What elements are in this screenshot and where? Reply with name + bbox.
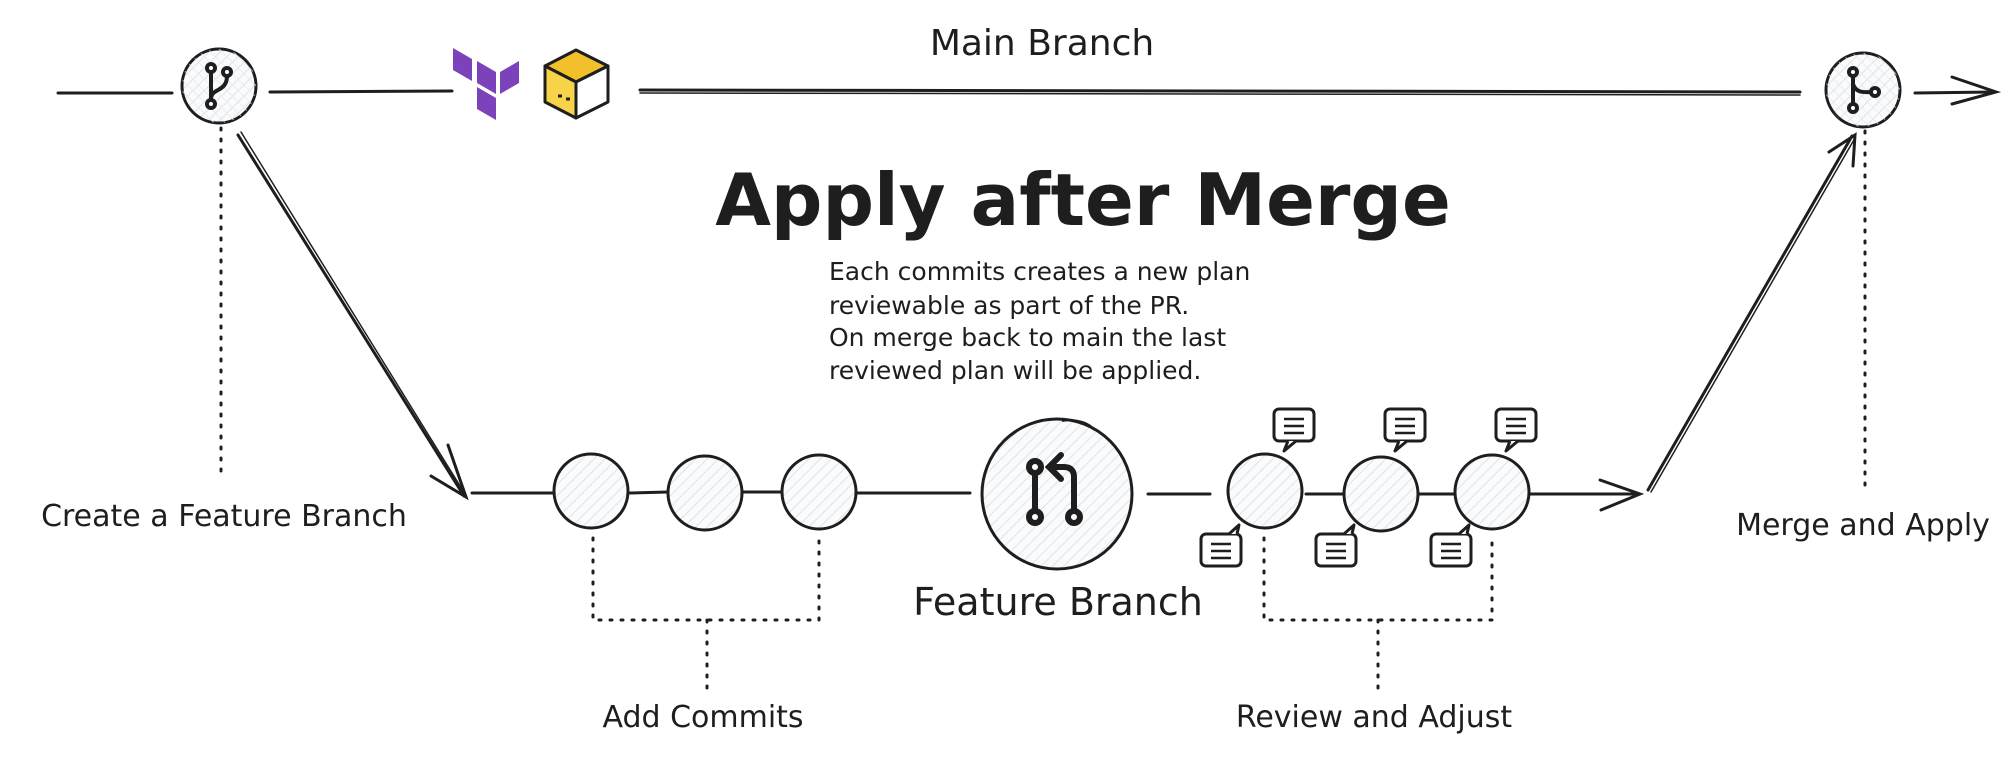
git-merge-icon bbox=[1847, 66, 1881, 114]
feature-branch-line bbox=[470, 478, 1645, 512]
review-adjust-label: Review and Adjust bbox=[1236, 700, 1513, 735]
main-branch-line bbox=[56, 75, 2002, 106]
comment-icon bbox=[1314, 523, 1358, 568]
description: Each commits creates a new plan reviewab… bbox=[829, 257, 1250, 385]
comment-icon bbox=[1429, 523, 1473, 568]
yellow-box-icon bbox=[543, 48, 610, 120]
merge-apply-label: Merge and Apply bbox=[1736, 508, 1990, 543]
diagram-title: Apply after Merge bbox=[715, 158, 1451, 242]
pull-request-node bbox=[980, 417, 1134, 571]
feature-branch-label: Feature Branch bbox=[913, 580, 1203, 624]
main-branch-start-node bbox=[180, 47, 258, 125]
description-line: Each commits creates a new plan bbox=[829, 257, 1250, 286]
commit-node bbox=[780, 453, 858, 531]
review-node bbox=[1226, 452, 1304, 530]
merge-back-arrow bbox=[1646, 132, 1857, 493]
description-line: reviewable as part of the PR. bbox=[829, 291, 1189, 320]
main-branch-merge-node bbox=[1824, 51, 1902, 129]
review-node bbox=[1453, 453, 1531, 531]
add-commits-label: Add Commits bbox=[602, 700, 803, 735]
main-branch-label: Main Branch bbox=[930, 23, 1154, 64]
review-nodes bbox=[1226, 452, 1531, 533]
commit-node bbox=[552, 452, 630, 530]
branch-off-arrow bbox=[236, 131, 469, 501]
create-branch-label: Create a Feature Branch bbox=[41, 499, 407, 534]
commit-nodes bbox=[552, 452, 858, 532]
review-node bbox=[1342, 455, 1420, 533]
description-line: On merge back to main the last bbox=[829, 323, 1226, 352]
comment-icon bbox=[1199, 523, 1243, 568]
terraform-icon bbox=[453, 48, 519, 120]
add-commits-bracket bbox=[591, 536, 821, 692]
comment-icon bbox=[1272, 407, 1316, 453]
review-adjust-bracket bbox=[1262, 536, 1494, 692]
comment-icon bbox=[1383, 407, 1427, 453]
git-pull-request-icon bbox=[1026, 452, 1083, 526]
git-branch-icon bbox=[205, 62, 233, 110]
description-line: reviewed plan will be applied. bbox=[829, 356, 1201, 385]
comment-icon bbox=[1494, 407, 1538, 453]
comment-bubbles bbox=[1199, 407, 1538, 568]
commit-node bbox=[666, 454, 744, 532]
